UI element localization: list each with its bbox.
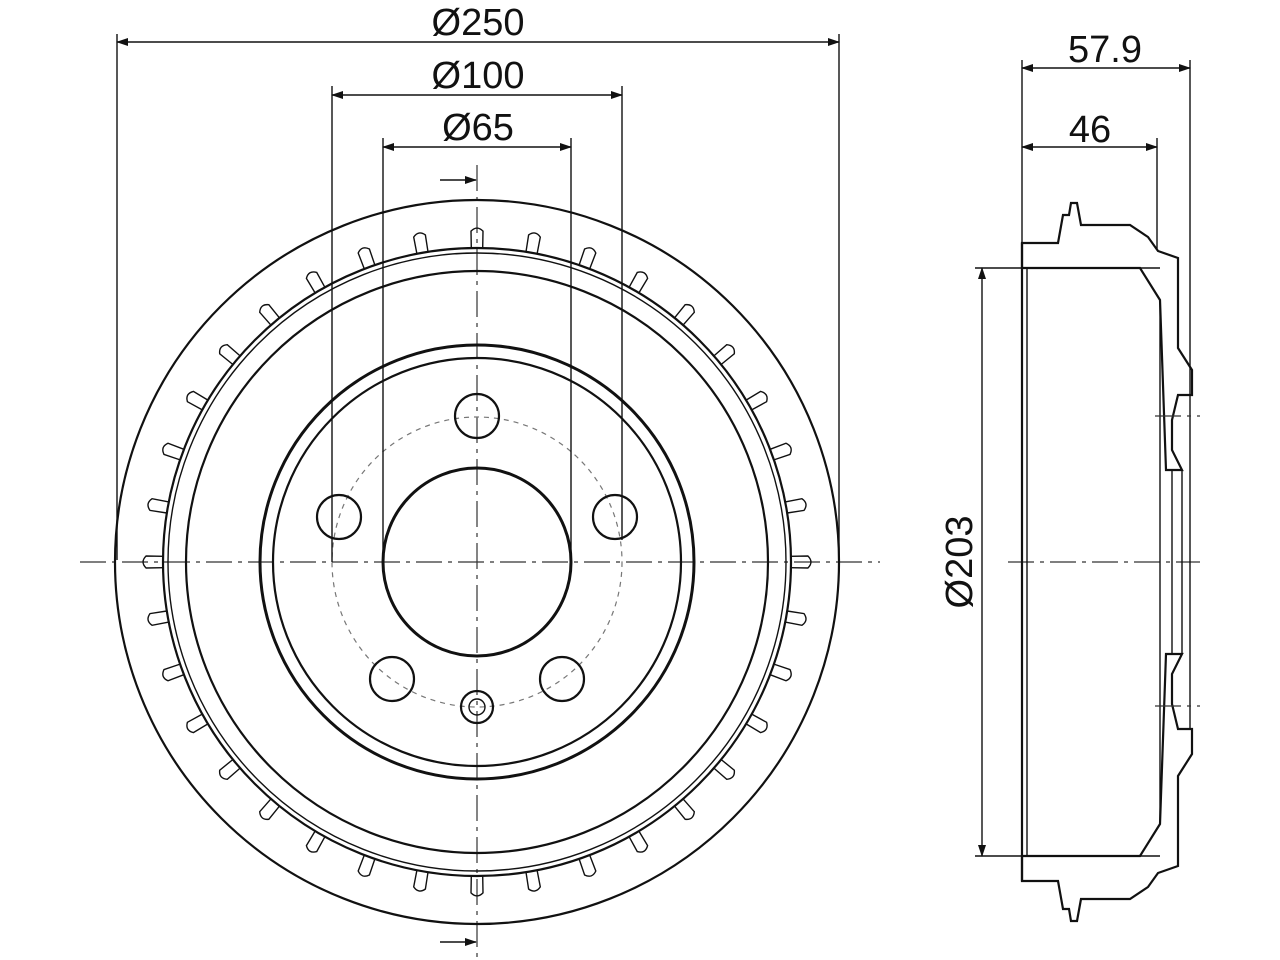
tone-ring-tooth	[412, 870, 429, 892]
tone-ring-tooth	[258, 798, 281, 821]
tone-ring-tooth	[578, 247, 597, 270]
drum-face-circle	[167, 252, 787, 872]
inner-diameter-label: Ø203	[939, 516, 981, 609]
tone-ring-tooth	[470, 875, 484, 897]
tone-ring-tooth	[147, 610, 169, 627]
tone-ring-tooth	[412, 232, 429, 254]
side-section-view: 57.9 46 Ø203	[939, 29, 1200, 923]
tone-ring-tooth	[785, 610, 807, 627]
tone-ring-tooth	[578, 854, 597, 877]
tone-ring-tooth	[147, 497, 169, 514]
tone-ring-tooth	[357, 247, 376, 270]
tone-ring-teeth	[142, 227, 812, 897]
tone-ring-tooth	[713, 343, 736, 366]
tone-ring-tooth	[162, 442, 185, 461]
tone-ring-tooth	[628, 271, 649, 294]
tone-ring-tooth	[673, 798, 696, 821]
bolt-hole	[591, 493, 639, 541]
tone-ring-tooth	[785, 497, 807, 514]
tone-ring-tooth	[769, 663, 792, 682]
outer-diameter-label: Ø250	[432, 2, 525, 44]
tone-ring-tooth	[305, 830, 326, 853]
drum-depth-label: 46	[1069, 109, 1111, 151]
tone-ring-tooth	[470, 227, 484, 249]
tone-ring-tooth	[745, 713, 768, 734]
bolt-hole	[538, 655, 586, 703]
tone-ring-tooth	[142, 555, 164, 569]
hub-outer-circle	[258, 343, 696, 781]
tone-ring-tooth	[525, 870, 542, 892]
bolt-holes	[315, 392, 639, 703]
tone-ring-tooth	[186, 390, 209, 411]
tone-ring-tooth	[769, 442, 792, 461]
center-bore-label: Ø65	[442, 107, 514, 149]
bolt-hole	[453, 392, 501, 440]
tone-ring-tooth	[628, 830, 649, 853]
tone-ring-tooth	[305, 271, 326, 294]
tone-ring-tooth	[162, 663, 185, 682]
section-bottom-hatched	[1020, 652, 1194, 923]
tone-ring-tooth	[790, 555, 812, 569]
tooth-root-circle	[161, 246, 793, 878]
overall-width-label: 57.9	[1068, 29, 1142, 71]
bolt-circle	[331, 416, 623, 708]
tone-ring-tooth	[745, 390, 768, 411]
locating-screw-hole	[459, 689, 495, 725]
tone-ring-tooth	[258, 303, 281, 326]
bolt-circle-label: Ø100	[432, 55, 525, 97]
front-view: Ø250 Ø100 Ø65	[80, 2, 880, 958]
tone-ring-tooth	[218, 758, 241, 781]
tone-ring-tooth	[673, 303, 696, 326]
hub-inner-circle	[271, 356, 683, 768]
section-top-hatched	[1020, 201, 1194, 472]
bolt-hole	[368, 655, 416, 703]
tone-ring-tooth	[525, 232, 542, 254]
bolt-hole	[315, 493, 363, 541]
tone-ring-tooth	[713, 758, 736, 781]
outer-rim-circle	[113, 198, 841, 926]
tone-ring-tooth	[186, 713, 209, 734]
tone-ring-tooth	[357, 854, 376, 877]
drum-inner-circle	[184, 269, 770, 855]
tone-ring-tooth	[218, 343, 241, 366]
